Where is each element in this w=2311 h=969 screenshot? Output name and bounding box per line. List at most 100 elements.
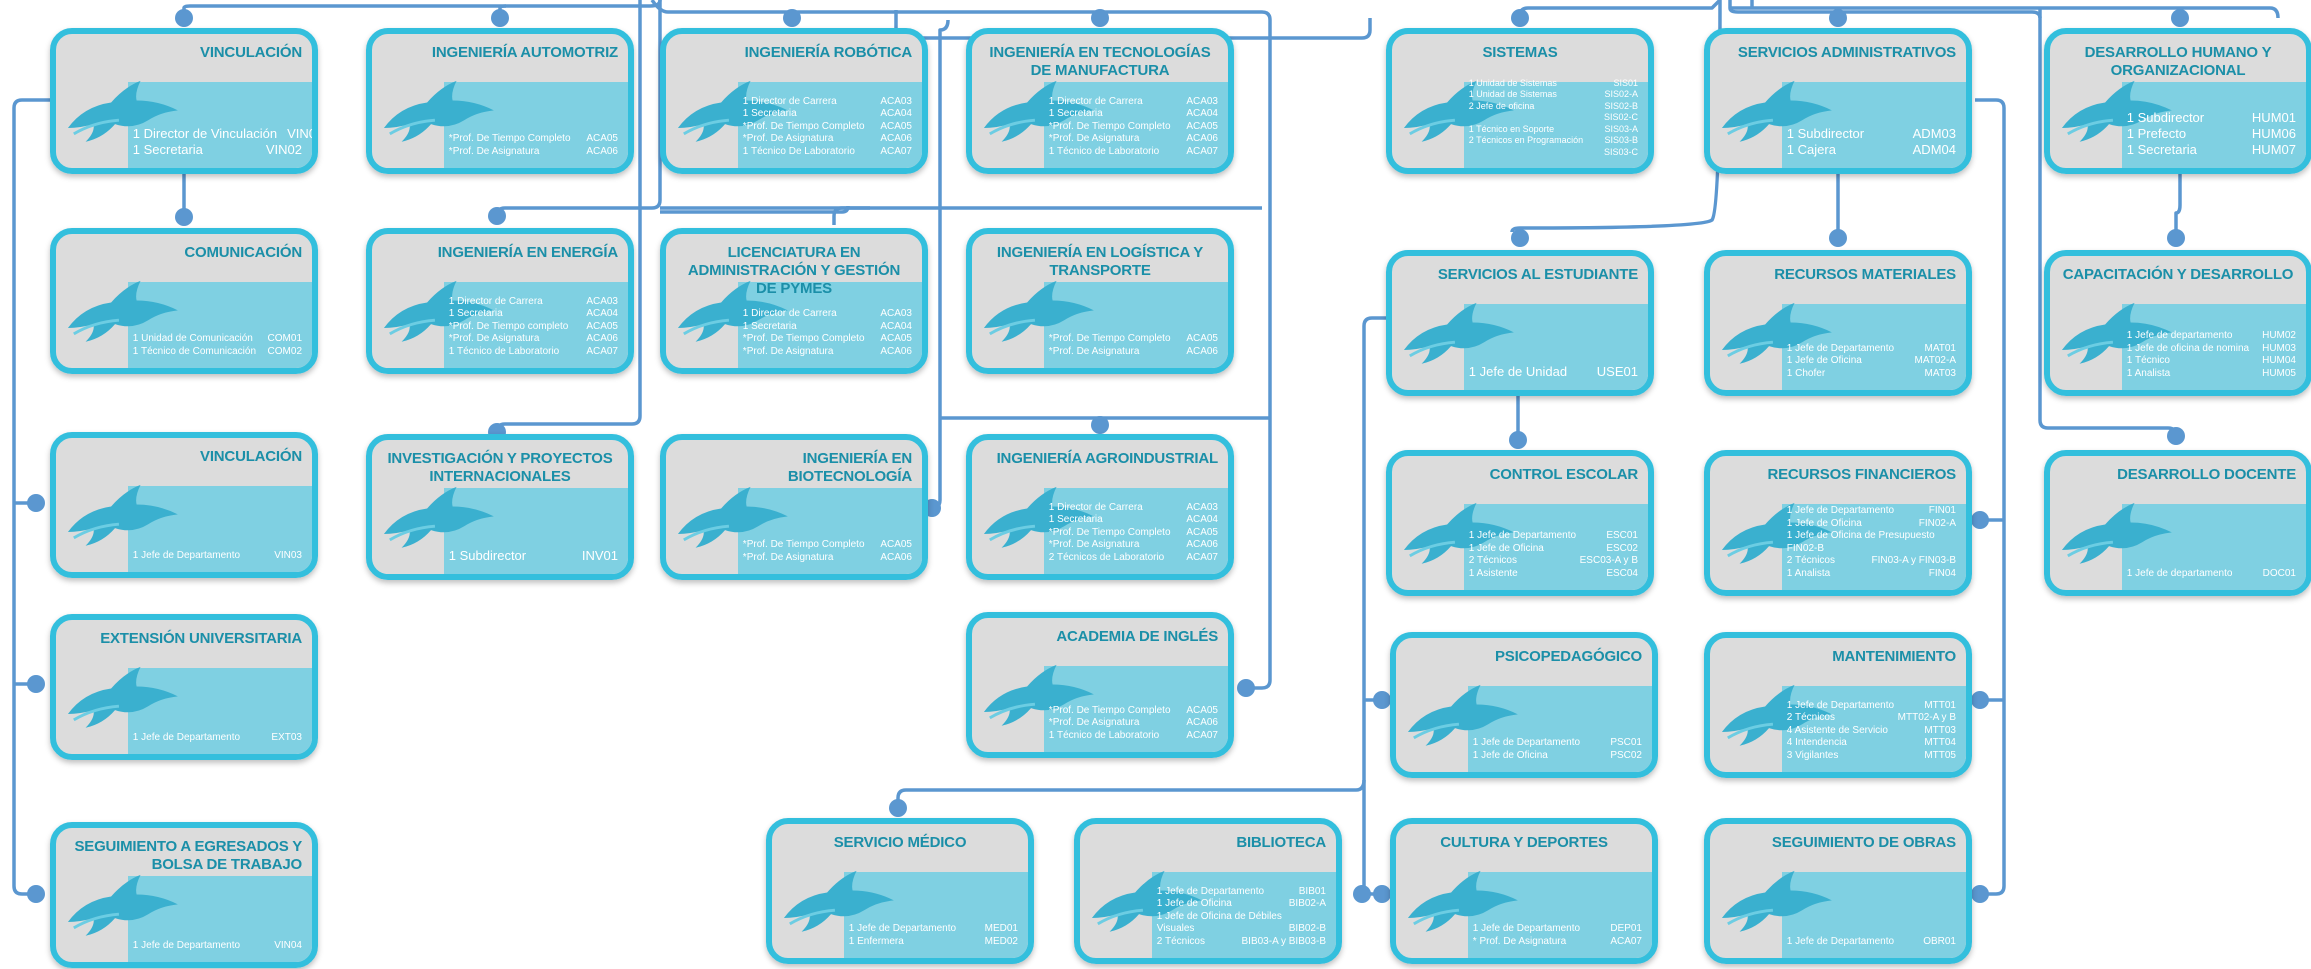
position-code: DEP01 [1610, 923, 1642, 934]
box-title: SERVICIOS AL ESTUDIANTE [1437, 266, 1638, 283]
position-code: MED02 [984, 935, 1018, 947]
position-label: 1 Cajera [1786, 142, 1836, 157]
position-label: 1 Jefe de Oficina [1786, 517, 1862, 529]
position-label: 2 Técnicos [1786, 555, 1835, 566]
position-label: 1 Unidad de Comunicación [132, 333, 253, 344]
position-code: HUM02 [2262, 330, 2296, 341]
position-code: ACA05 [1186, 526, 1218, 538]
position-label: *Prof. De Tiempo Completo [1048, 120, 1171, 132]
position-code: FIN03-A y FIN03-B [1871, 555, 1956, 566]
position-label: 1 Jefe de departamento [2126, 330, 2233, 341]
position-code: ACA04 [880, 108, 912, 119]
position-code: ACA06 [880, 551, 912, 563]
dolphin-icon [2058, 499, 2176, 579]
position-code: MAT01 [1924, 342, 1957, 354]
position-code: ACA06 [880, 345, 912, 357]
position-row: 1 Enfermera MED02 [849, 936, 1018, 949]
position-label: 1 Jefe de Departamento [1472, 923, 1581, 934]
position-label: 1 Enfermera [848, 935, 904, 947]
box-title: EXTENSIÓN UNIVERSITARIA [100, 630, 302, 647]
position-label: 4 Asistente de Servicio [1786, 724, 1888, 736]
position-label: 1 Subdirector [2126, 110, 2205, 125]
position-label: 3 Vigilantes [1786, 749, 1839, 761]
dolphin-icon [64, 277, 182, 357]
position-row: 2 Técnicos FIN03-A y FIN03-B [1787, 555, 1956, 568]
position-code: ACA04 [1186, 108, 1218, 119]
box-title: CULTURA Y DEPORTES [1440, 834, 1608, 851]
position-label: 1 Jefe de Oficina [1156, 898, 1232, 909]
box-panel [1467, 872, 1652, 958]
position-label: *Prof. De Tiempo Completo [742, 539, 865, 550]
org-box-logistica: INGENIERÍA EN LOGÍSTICA Y TRANSPORTE*Pro… [966, 228, 1234, 374]
box-panel [1043, 282, 1228, 368]
box-title: CONTROL ESCOLAR [1489, 466, 1639, 483]
position-label: 2 Técnicos [1468, 555, 1517, 566]
position-label: 1 Jefe de Departamento [1786, 342, 1895, 354]
position-label: *Prof. De Tiempo Completo [1048, 333, 1171, 344]
position-label: 1 Técnico de Laboratorio [1048, 145, 1160, 157]
position-code: COM01 [267, 333, 302, 344]
position-code: VIN02 [265, 142, 302, 157]
position-label: 1 Secretaria [1048, 108, 1103, 119]
position-code: ACA03 [586, 295, 618, 307]
position-code: ESC03-A y B [1579, 555, 1638, 566]
position-label: *Prof. De Tiempo completo [448, 320, 569, 332]
position-label: 1 Jefe de Oficina [1786, 355, 1862, 366]
position-code: MED01 [984, 923, 1018, 934]
position-code: MAT03 [1924, 367, 1957, 379]
position-code: ADM04 [1912, 142, 1956, 157]
dolphin-icon [1404, 867, 1522, 947]
position-row: FIN02-B [1787, 543, 1956, 556]
box-title: ACADEMIA DE INGLÉS [1056, 628, 1218, 645]
position-code: ACA07 [1186, 551, 1218, 563]
position-label: 1 Jefe de Departamento [1156, 885, 1265, 897]
position-code: ACA03 [1186, 95, 1218, 107]
dolphin-icon [674, 277, 792, 357]
position-label: 1 Jefe de Departamento [1786, 935, 1895, 947]
position-code: EXT03 [271, 731, 302, 743]
position-code: ACA06 [1186, 717, 1218, 728]
box-panel [1463, 304, 1648, 390]
position-label: 1 Secretaria [742, 320, 797, 332]
position-label: 1 Jefe de Departamento [1786, 505, 1895, 516]
position-row: 1 Jefe de Departamento DEP01 [1473, 923, 1642, 936]
dolphin-icon [64, 663, 182, 743]
dolphin-icon [674, 77, 792, 157]
box-title: INVESTIGACIÓN Y PROYECTOS INTERNACIONALE… [387, 450, 613, 485]
dolphin-icon [1400, 77, 1518, 157]
position-code: ACA04 [1186, 514, 1218, 525]
position-code: ACA03 [1186, 501, 1218, 513]
dolphin-icon [64, 871, 182, 951]
dolphin-icon [64, 77, 182, 157]
position-label: 1 Técnico de Laboratorio [448, 345, 560, 357]
